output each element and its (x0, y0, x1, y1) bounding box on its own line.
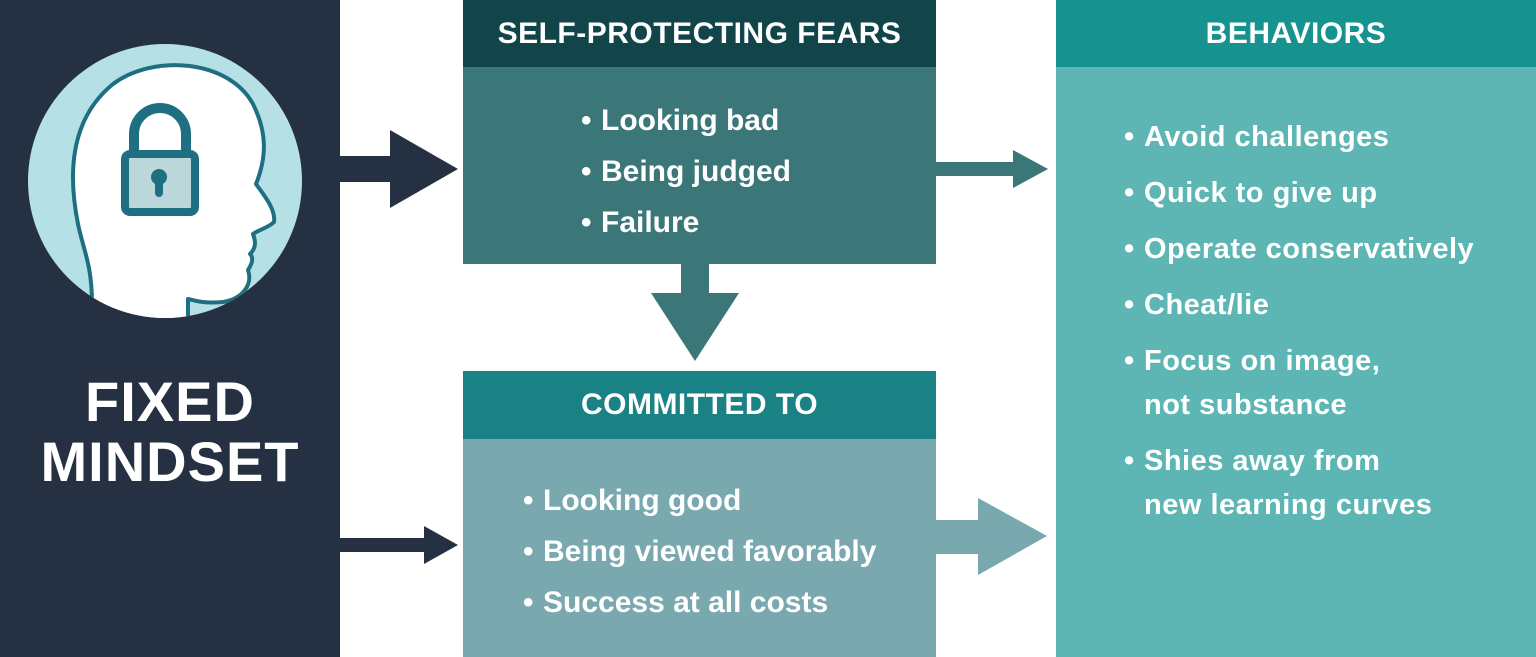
behaviors-body: Avoid challenges Quick to give up Operat… (1056, 67, 1536, 657)
list-item: Looking bad (581, 95, 936, 146)
list-item: Quick to give up (1124, 171, 1536, 215)
arrow-right-icon (340, 526, 458, 564)
title-line-2: MINDSET (40, 430, 300, 493)
list-item: Operate conservatively (1124, 227, 1536, 271)
list-item: Success at all costs (523, 577, 936, 628)
arrow-right-icon (936, 498, 1047, 575)
padlock-icon (121, 103, 199, 216)
fixed-mindset-title: FIXED MINDSET (0, 372, 340, 492)
head-with-padlock-icon (28, 44, 302, 318)
committed-header: COMMITTED TO (463, 371, 936, 439)
list-item: Being judged (581, 146, 936, 197)
arrow-down-icon (651, 264, 739, 361)
behaviors-header: BEHAVIORS (1056, 0, 1536, 67)
arrow-right-icon (340, 130, 458, 208)
fears-list: Looking bad Being judged Failure (581, 95, 936, 248)
committed-to-box: COMMITTED TO Looking good Being viewed f… (463, 371, 936, 657)
behaviors-box: BEHAVIORS Avoid challenges Quick to give… (1056, 0, 1536, 657)
committed-body: Looking good Being viewed favorably Succ… (463, 439, 936, 657)
list-item: Being viewed favorably (523, 526, 936, 577)
fears-body: Looking bad Being judged Failure (463, 67, 936, 264)
list-item: Avoid challenges (1124, 115, 1536, 159)
self-protecting-fears-box: SELF-PROTECTING FEARS Looking bad Being … (463, 0, 936, 264)
title-line-1: FIXED (85, 370, 255, 433)
behaviors-list: Avoid challenges Quick to give up Operat… (1124, 115, 1536, 527)
fears-header: SELF-PROTECTING FEARS (463, 0, 936, 67)
fixed-mindset-panel: FIXED MINDSET (0, 0, 340, 657)
list-item: Focus on image, not substance (1124, 339, 1536, 427)
list-item: Failure (581, 197, 936, 248)
list-item: Shies away from new learning curves (1124, 439, 1536, 527)
list-item: Looking good (523, 475, 936, 526)
list-item: Cheat/lie (1124, 283, 1536, 327)
committed-list: Looking good Being viewed favorably Succ… (523, 475, 936, 628)
arrow-right-icon (936, 150, 1048, 188)
